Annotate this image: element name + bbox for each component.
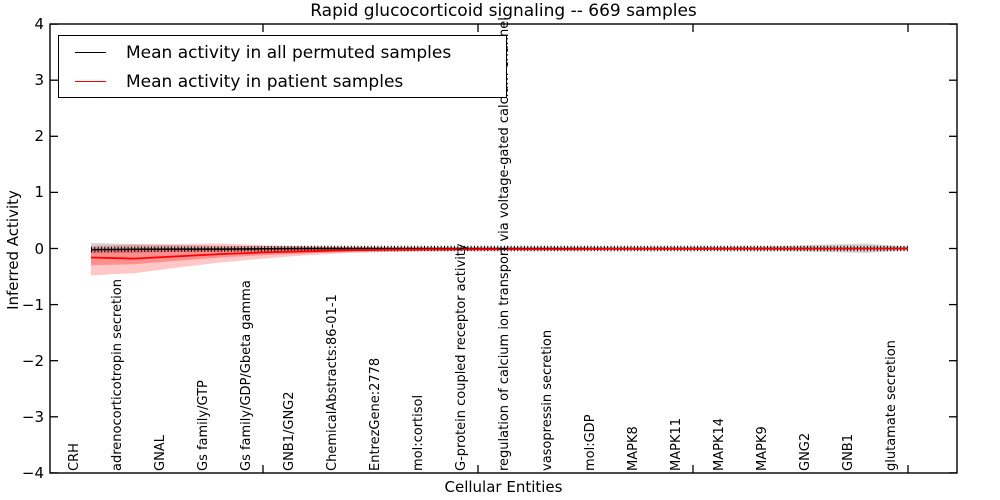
x-category-label: Gs family/GDP/Gbeta gamma [239, 280, 254, 471]
chart-title: Rapid glucocorticoid signaling -- 669 sa… [310, 1, 697, 21]
x-axis-label: Cellular Entities [444, 478, 563, 496]
patient-mean-line [90, 247, 908, 260]
y-tick-label: 1 [34, 183, 44, 202]
x-category-label: MAPK11 [669, 417, 684, 471]
x-category-label: GNAL [153, 435, 168, 471]
y-axis-label: Inferred Activity [4, 190, 22, 310]
x-category-label: adrenocorticotropin secretion [110, 279, 125, 471]
x-category-label: EntrezGene:2778 [368, 357, 383, 471]
y-tick-label: −1 [21, 295, 44, 314]
patient-line-sample-icon [75, 81, 106, 82]
y-tick-label: −2 [21, 351, 44, 370]
legend-label-patient: Mean activity in patient samples [126, 71, 404, 92]
x-category-label: mol:cortisol [411, 394, 426, 471]
x-category-label: glutamate secretion [884, 340, 899, 471]
x-category-label: MAPK8 [626, 426, 641, 471]
x-category-label: G-protein coupled receptor activity [454, 243, 469, 471]
x-category-label: GNB1/GNG2 [282, 391, 297, 471]
x-category-label: mol:GDP [583, 414, 598, 471]
y-tick-label: 0 [34, 239, 44, 258]
y-tick-label: 4 [34, 15, 44, 34]
x-category-label: ChemicalAbstracts:86-01-1 [325, 294, 340, 471]
y-tick-label: −4 [21, 463, 44, 482]
x-category-label: GNG2 [798, 432, 813, 471]
y-tick-label: 2 [34, 127, 44, 146]
x-category-label: GNB1 [841, 434, 856, 471]
x-category-label: MAPK9 [755, 426, 770, 471]
legend-item-permuted: Mean activity in all permuted samples [59, 38, 506, 67]
y-tick-label: 3 [34, 71, 44, 90]
legend-label-permuted: Mean activity in all permuted samples [126, 42, 452, 63]
x-category-label: vasopressin secretion [540, 329, 555, 471]
permuted-line-sample-icon [75, 52, 106, 53]
x-category-label: Gs family/GTP [196, 380, 211, 471]
x-category-label: MAPK14 [712, 417, 727, 471]
legend: Mean activity in all permuted samples Me… [58, 35, 507, 98]
legend-item-patient: Mean activity in patient samples [59, 67, 506, 96]
y-tick-label: −3 [21, 407, 44, 426]
x-category-label: CRH [67, 443, 82, 471]
